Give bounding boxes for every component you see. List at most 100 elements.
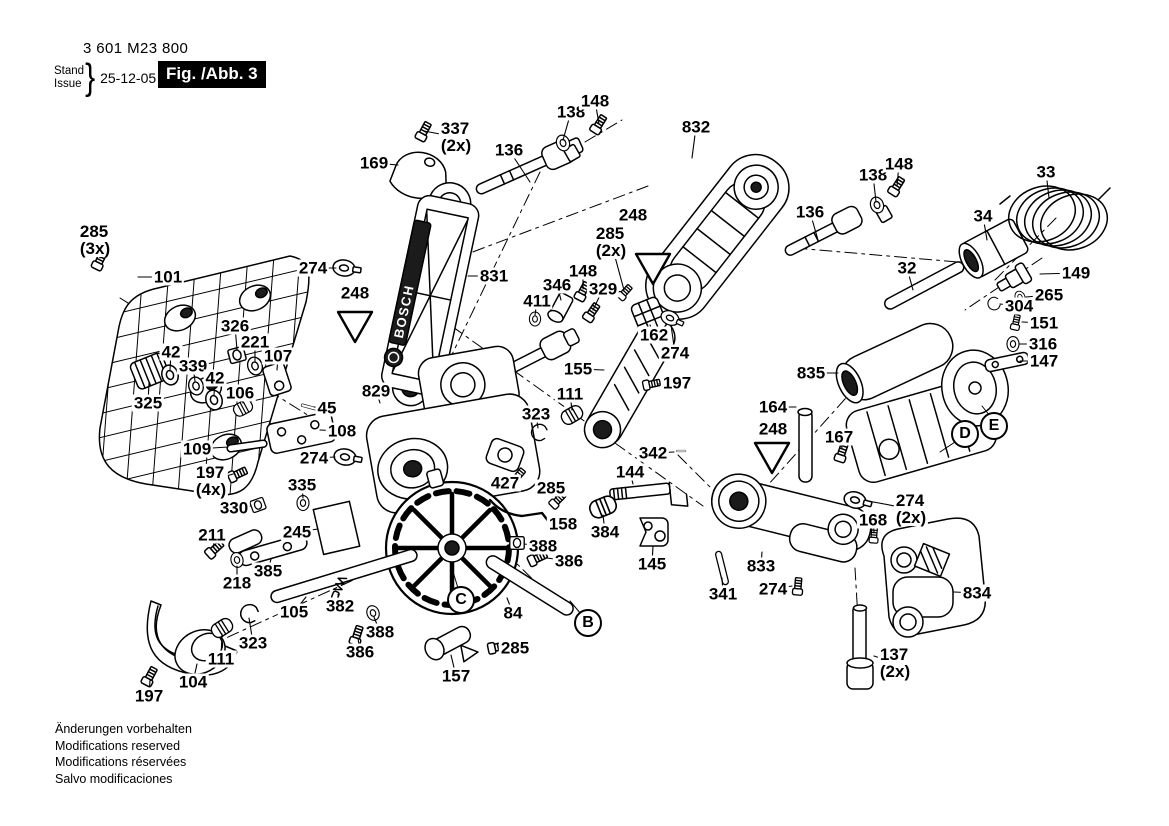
part-label-316: 316 bbox=[1026, 334, 1060, 354]
part-145-clamp bbox=[639, 517, 669, 547]
stand-label: Stand bbox=[54, 65, 85, 77]
issue-date: 25-12-05 bbox=[100, 70, 157, 86]
part-label-388: 388 bbox=[363, 622, 397, 642]
document-number: 3 601 M23 800 bbox=[83, 40, 189, 57]
direction-triangle bbox=[634, 252, 672, 286]
part-label-829: 829 bbox=[359, 381, 393, 401]
part-label-144: 144 bbox=[613, 462, 647, 482]
part-label-274: 274 bbox=[297, 448, 331, 468]
issue-block: Stand Issue } 25-12-05 bbox=[54, 57, 157, 98]
part-162-block bbox=[630, 296, 668, 336]
part-169-cap bbox=[389, 151, 447, 200]
part-label-325: 325 bbox=[131, 393, 165, 413]
part-label-304: 304 bbox=[1002, 296, 1036, 316]
part-label-285: 285 bbox=[498, 638, 532, 658]
part-label-274: 274 (2x) bbox=[893, 491, 929, 527]
part-label-835: 835 bbox=[794, 363, 828, 383]
part-label-34: 34 bbox=[971, 206, 995, 226]
part-833-arm bbox=[711, 473, 872, 563]
part-label-831: 831 bbox=[477, 266, 511, 286]
footer-line-es: Salvo modificaciones bbox=[55, 771, 173, 786]
part-label-386: 386 bbox=[343, 642, 377, 662]
part-label-149: 149 bbox=[1059, 263, 1093, 283]
part-84-rod bbox=[485, 555, 574, 616]
part-label-265: 265 bbox=[1032, 285, 1066, 305]
part-label-42: 42 bbox=[159, 342, 183, 362]
part-107-bracket bbox=[262, 361, 292, 397]
part-346-bracket bbox=[547, 292, 574, 323]
part-label-109: 109 bbox=[180, 439, 214, 459]
part-label-285: 285 bbox=[534, 478, 568, 498]
part-label-323: 323 bbox=[236, 633, 270, 653]
part-label-148: 148 bbox=[578, 91, 612, 111]
part-label-274: 274 bbox=[296, 258, 330, 278]
orientation-triangles bbox=[336, 252, 791, 475]
part-label-42: 42 bbox=[203, 368, 227, 388]
part-label-386: 386 bbox=[552, 551, 586, 571]
direction-triangle bbox=[336, 310, 374, 344]
part-label-834: 834 bbox=[960, 583, 994, 603]
part-label-155: 155 bbox=[561, 359, 595, 379]
part-label-342: 342 bbox=[636, 443, 670, 463]
part-105-rod bbox=[270, 548, 418, 604]
part-label-274: 274 bbox=[756, 579, 790, 599]
part-label-164: 164 bbox=[756, 397, 790, 417]
part-label-45: 45 bbox=[315, 398, 339, 418]
part-label-339: 339 bbox=[176, 356, 210, 376]
part-label-148: 148 bbox=[566, 261, 600, 281]
part-label-32: 32 bbox=[895, 258, 919, 278]
part-label-108: 108 bbox=[325, 421, 359, 441]
part-label-218: 218 bbox=[220, 573, 254, 593]
part-157-lever bbox=[424, 625, 479, 663]
part-325-nut bbox=[129, 352, 171, 390]
part-label-248: 248 bbox=[756, 419, 790, 439]
part-164-pin bbox=[797, 407, 813, 483]
part-label-274: 274 bbox=[658, 343, 692, 363]
footer-line-fr: Modifications réservées bbox=[55, 755, 187, 769]
part-245-label-plate bbox=[312, 500, 361, 556]
footer-line-de: Änderungen vorbehalten bbox=[55, 722, 192, 736]
issue-label: Issue bbox=[54, 78, 82, 90]
part-834-bracket bbox=[881, 517, 987, 638]
part-label-337: 337 (2x) bbox=[438, 119, 474, 155]
part-label-388: 388 bbox=[526, 536, 560, 556]
part-label-335: 335 bbox=[285, 475, 319, 495]
part-clamp-bracket bbox=[485, 437, 525, 473]
part-label-151: 151 bbox=[1027, 313, 1061, 333]
part-label-104: 104 bbox=[176, 672, 210, 692]
part-label-111: 111 bbox=[554, 384, 586, 404]
part-label-33: 33 bbox=[1034, 162, 1058, 182]
part-label-157: 157 bbox=[439, 666, 473, 686]
part-label-329: 329 bbox=[586, 279, 620, 299]
stand-issue-labels: Stand Issue bbox=[54, 65, 84, 91]
part-149-shaft bbox=[996, 262, 1033, 292]
part-label-105: 105 bbox=[277, 602, 311, 622]
part-832-arm bbox=[645, 153, 790, 320]
part-label-147: 147 bbox=[1027, 351, 1061, 371]
view-marker-D: D bbox=[951, 420, 979, 448]
part-137-bolt bbox=[846, 604, 874, 690]
part-144-rod bbox=[609, 482, 689, 507]
part-label-138: 138 bbox=[856, 165, 890, 185]
footer-notes: Änderungen vorbehalten Modifications res… bbox=[55, 721, 192, 787]
part-label-197: 197 bbox=[132, 686, 166, 706]
part-label-107: 107 bbox=[261, 346, 295, 366]
part-label-162: 162 bbox=[637, 325, 671, 345]
part-33-spring bbox=[999, 185, 1111, 251]
view-marker-C: C bbox=[447, 586, 475, 614]
part-fan-wheel bbox=[384, 468, 520, 616]
direction-triangle bbox=[753, 441, 791, 475]
part-label-385: 385 bbox=[251, 561, 285, 581]
part-label-145: 145 bbox=[635, 554, 669, 574]
footer-line-en: Modifications reserved bbox=[55, 738, 181, 753]
part-label-148: 148 bbox=[882, 154, 916, 174]
view-marker-E: E bbox=[980, 412, 1008, 440]
view-marker-B: B bbox=[574, 609, 602, 637]
marker-connectors bbox=[449, 405, 991, 615]
part-158-spring-clip bbox=[488, 498, 551, 524]
part-label-285: 285 (2x) bbox=[593, 224, 629, 260]
part-label-169: 169 bbox=[357, 153, 391, 173]
